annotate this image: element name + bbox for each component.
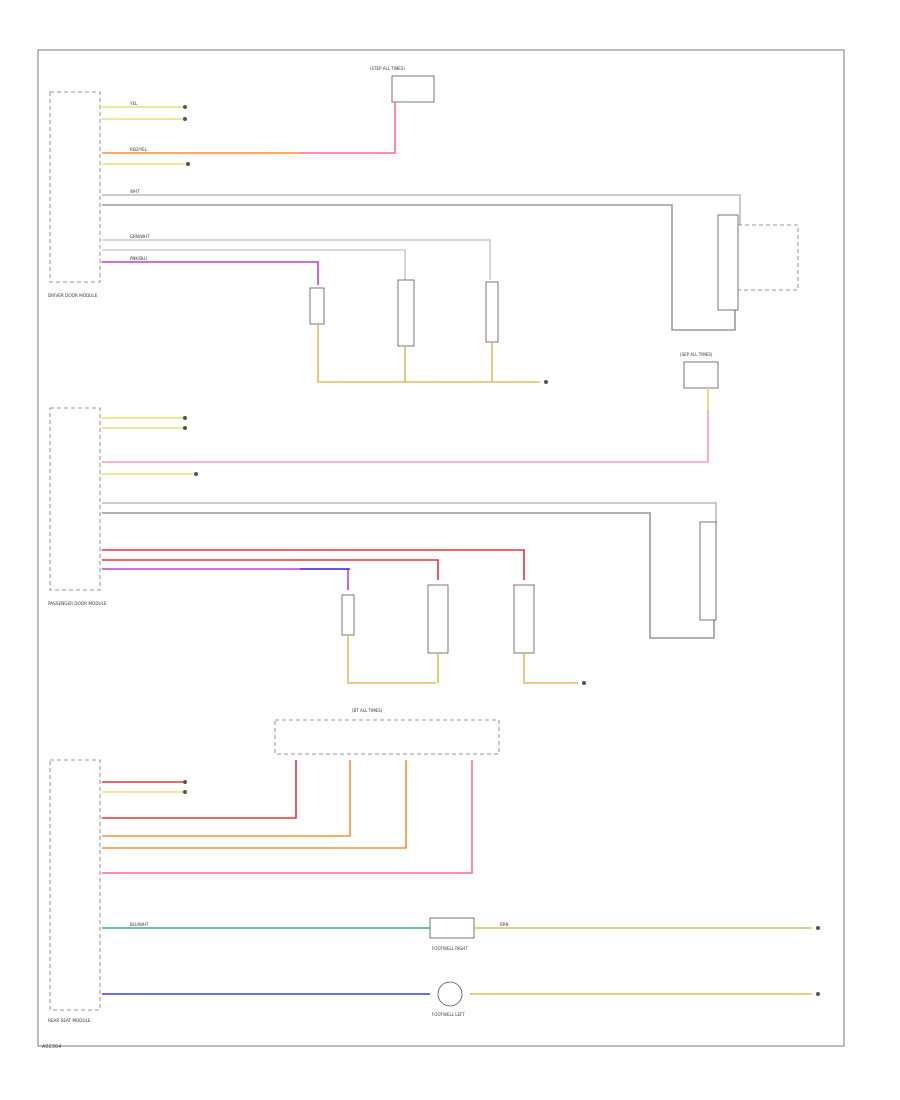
wire-tag: PNK/BLU xyxy=(130,256,147,261)
fuse-box-top-label: (STEP ALL TIMES) xyxy=(370,66,405,71)
ground-connector xyxy=(816,992,820,996)
ground-connector xyxy=(183,790,187,794)
wire-white xyxy=(102,512,715,639)
footwell-lamp-right xyxy=(429,917,475,939)
switch-passenger-1 xyxy=(341,594,355,636)
ground-connector xyxy=(183,780,187,784)
wire-pink xyxy=(102,760,473,874)
ground-connector xyxy=(183,416,187,420)
rear-seat-module-box xyxy=(49,759,101,1011)
fuse-box-bottom xyxy=(274,719,500,755)
driver-door-module-box xyxy=(49,91,101,283)
ground-connector xyxy=(544,380,548,384)
wire-tan xyxy=(523,653,578,684)
wire-white xyxy=(102,502,717,525)
diagram-frame xyxy=(37,49,845,1047)
window-motor-driver xyxy=(717,214,739,311)
wire-tag: GRN/WHT xyxy=(130,234,150,239)
wire-purple xyxy=(102,261,319,285)
wire-white xyxy=(102,239,491,280)
wire-purple xyxy=(102,568,349,590)
wire-white xyxy=(102,249,406,280)
ground-connector xyxy=(582,681,586,685)
wire-tag: BLU/WHT xyxy=(130,922,149,927)
wire-tag: YEL xyxy=(129,101,138,106)
wire-pink xyxy=(102,388,709,463)
wire-red xyxy=(102,549,525,580)
ground-connector xyxy=(816,926,820,930)
wire-tan xyxy=(347,635,436,684)
switch-driver-3 xyxy=(485,281,499,343)
switch-passenger-3 xyxy=(513,584,535,654)
wire-white xyxy=(102,204,736,331)
window-motor-passenger xyxy=(699,521,717,621)
rear-seat-module-label: REAR SEAT MODULE xyxy=(48,1018,91,1023)
wire-white xyxy=(102,194,741,225)
ground-connector xyxy=(183,117,187,121)
fuse-box-top xyxy=(391,75,435,103)
fuse-box-mid-label: (SEP ALL TIMES) xyxy=(680,352,713,357)
footwell-lamp-left xyxy=(437,981,463,1007)
footwell-lamp-right-label: FOOTWELL RIGHT xyxy=(432,946,468,951)
wire-red xyxy=(102,559,439,580)
footwell-lamp-left-label: FOOTWELL LEFT xyxy=(432,1012,465,1017)
wire-tag: RED/YEL xyxy=(130,147,148,152)
passenger-door-module-box xyxy=(49,407,101,591)
wire-tag: BRN xyxy=(500,922,509,927)
ground-connector xyxy=(183,105,187,109)
fuse-box-mid xyxy=(683,361,719,389)
wire-tag: WHT xyxy=(130,189,140,194)
passenger-door-module-label: PASSENGER DOOR MODULE xyxy=(48,601,107,606)
wire-orange xyxy=(102,760,407,849)
switch-driver-2 xyxy=(397,279,415,347)
driver-door-module-label: DRIVER DOOR MODULE xyxy=(48,293,98,298)
switch-driver-1 xyxy=(309,287,325,325)
diagram-code: A02364 xyxy=(42,1044,62,1050)
wire-tan xyxy=(317,324,540,383)
switch-passenger-2 xyxy=(427,584,449,654)
wire-pink xyxy=(300,102,396,154)
fuse-box-bottom-label: (BT ALL TIMES) xyxy=(352,708,383,713)
ground-connector xyxy=(183,426,187,430)
wire-orange xyxy=(102,760,351,837)
wire-red xyxy=(102,760,297,819)
ground-connector xyxy=(186,162,190,166)
ground-connector xyxy=(194,472,198,476)
window-motor-driver-outline xyxy=(737,224,799,291)
